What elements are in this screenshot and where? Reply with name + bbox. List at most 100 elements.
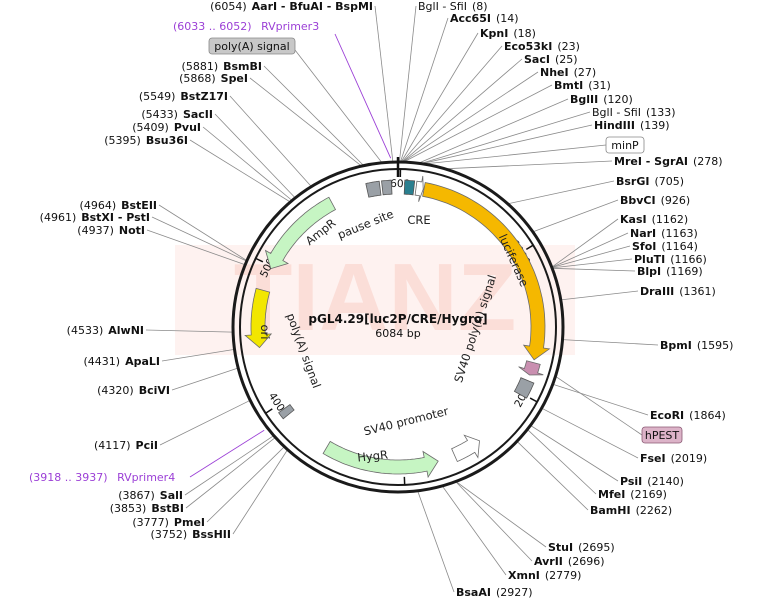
leader-blpi bbox=[552, 267, 636, 272]
badge-minp: minP bbox=[605, 136, 645, 154]
site-pos: (5881) bbox=[182, 60, 219, 73]
primer-rv3-label: (6033 .. 6052) RVprimer3 bbox=[173, 20, 319, 33]
feature-sv40-polya bbox=[513, 377, 535, 399]
leader-bstz17i bbox=[229, 95, 312, 187]
site-name: BsaAI bbox=[456, 586, 491, 599]
site-name: ApaLI bbox=[125, 355, 160, 368]
leader-pluti bbox=[551, 258, 633, 269]
tick-mark bbox=[529, 397, 538, 403]
leader-psii bbox=[530, 425, 619, 482]
site-bpmi: BpmI(1595) bbox=[660, 339, 733, 352]
leader-sfoi bbox=[551, 245, 631, 268]
feature-minp bbox=[414, 175, 424, 202]
site-pos: (705) bbox=[654, 175, 684, 188]
leader-pcii bbox=[159, 399, 251, 446]
site-pos: (18) bbox=[513, 27, 536, 40]
site-bglii: BglII(120) bbox=[570, 93, 633, 106]
site-name: BmtI bbox=[554, 79, 583, 92]
site-pos: (27) bbox=[574, 66, 597, 79]
tick-mark bbox=[255, 257, 264, 263]
site-sfoi: SfoI(1164) bbox=[632, 240, 698, 253]
leader-polya-badge bbox=[294, 49, 383, 164]
site-name: PsiI bbox=[620, 475, 642, 488]
badge-minp-text: minP bbox=[611, 139, 639, 152]
leader-bstxi bbox=[151, 216, 247, 262]
site-avrii: AvrII(2696) bbox=[534, 555, 604, 568]
site-fsei: FseI(2019) bbox=[640, 452, 707, 465]
site-bmti: BmtI(31) bbox=[554, 79, 611, 92]
site-name: BstXI - PstI bbox=[81, 211, 150, 224]
label-cre: CRE bbox=[407, 213, 430, 227]
site-name: BglI - SfiI bbox=[418, 0, 467, 13]
leader-pmei bbox=[206, 446, 285, 523]
site-name: BstBI bbox=[151, 502, 184, 515]
site-name: BciVI bbox=[139, 384, 170, 397]
site-pos: (1164) bbox=[661, 240, 698, 253]
leader-bcivi bbox=[171, 367, 239, 391]
site-name: DraIII bbox=[640, 285, 674, 298]
site-pos: (4964) bbox=[80, 199, 117, 212]
site-bsrgi: BsrGI(705) bbox=[616, 175, 684, 188]
leader-rv4 bbox=[189, 429, 265, 478]
site-pluti: PluTI(1166) bbox=[634, 253, 707, 266]
site-saci: SacI(25) bbox=[524, 53, 578, 66]
leader-sacii bbox=[214, 113, 296, 199]
feature-sv40-promoter bbox=[451, 434, 480, 463]
site-pos: (3867) bbox=[118, 489, 155, 502]
leader-bstbi bbox=[185, 437, 276, 509]
label-hygr: HygR bbox=[357, 447, 389, 464]
leader-bsaai bbox=[417, 490, 455, 593]
primer-rv4-name: RVprimer4 bbox=[117, 471, 175, 484]
feature-pause-site bbox=[365, 180, 382, 198]
site-nhei: NheI(27) bbox=[540, 66, 596, 79]
site-pos: (4533) bbox=[67, 324, 104, 337]
plasmid-size: 6084 bp bbox=[375, 327, 420, 340]
site-name: AlwNI bbox=[108, 324, 144, 337]
site-pos: (4431) bbox=[84, 355, 121, 368]
leader-sali bbox=[184, 435, 275, 496]
leader-alwni bbox=[145, 329, 234, 333]
site-name: XmnI bbox=[508, 569, 540, 582]
leader-lines bbox=[145, 5, 659, 593]
site-name: HindIII bbox=[594, 119, 635, 132]
site-pvui: (5409)PvuI bbox=[132, 121, 201, 134]
leader-bpmi bbox=[562, 339, 659, 346]
site-pos: (2262) bbox=[636, 504, 673, 517]
site-pos: (6054) bbox=[210, 0, 247, 13]
leader-pvui bbox=[202, 126, 293, 201]
label-ori: ori bbox=[258, 325, 272, 340]
tick-mark bbox=[525, 244, 534, 250]
site-pos: (5868) bbox=[179, 72, 216, 85]
site-name: MreI - SgrAI bbox=[614, 155, 688, 168]
site-name: BamHI bbox=[590, 504, 631, 517]
site-alwni: (4533) AlwNI bbox=[67, 324, 144, 337]
site-pos: (4117) bbox=[94, 439, 131, 452]
leader-stui bbox=[455, 481, 547, 548]
site-ecori: EcoRI(1864) bbox=[650, 409, 726, 422]
leader-bsrgi bbox=[507, 180, 615, 205]
site-pos: (120) bbox=[603, 93, 633, 106]
feature-cre bbox=[403, 179, 416, 196]
leader-bmti bbox=[403, 84, 553, 163]
site-name: BbvCI bbox=[620, 194, 656, 207]
site-name: StuI bbox=[548, 541, 573, 554]
site-bsaai: BsaAI(2927) bbox=[456, 586, 533, 599]
feature-ampr bbox=[264, 196, 337, 270]
site-pos: (1595) bbox=[697, 339, 734, 352]
site-name: BsmBI bbox=[223, 60, 262, 73]
site-bstxi: (4961)BstXI - PstI bbox=[40, 211, 150, 224]
leader-acc65i bbox=[400, 17, 449, 163]
site-name: PmeI bbox=[174, 516, 205, 529]
site-pos: (2696) bbox=[568, 555, 605, 568]
leader-apali bbox=[161, 349, 235, 362]
leader-draiii bbox=[560, 290, 639, 301]
leader-bgli-133 bbox=[420, 111, 591, 164]
leader-bbvci bbox=[532, 199, 619, 233]
site-sacii: (5433)SacII bbox=[141, 108, 213, 121]
site-xmni: XmnI(2779) bbox=[508, 569, 581, 582]
site-name: BglI - SfiI bbox=[592, 106, 641, 119]
site-pos: (1162) bbox=[652, 213, 689, 226]
site-kasi: KasI(1162) bbox=[620, 213, 688, 226]
site-name: AarI - BfuAI - BspMI bbox=[252, 0, 373, 13]
